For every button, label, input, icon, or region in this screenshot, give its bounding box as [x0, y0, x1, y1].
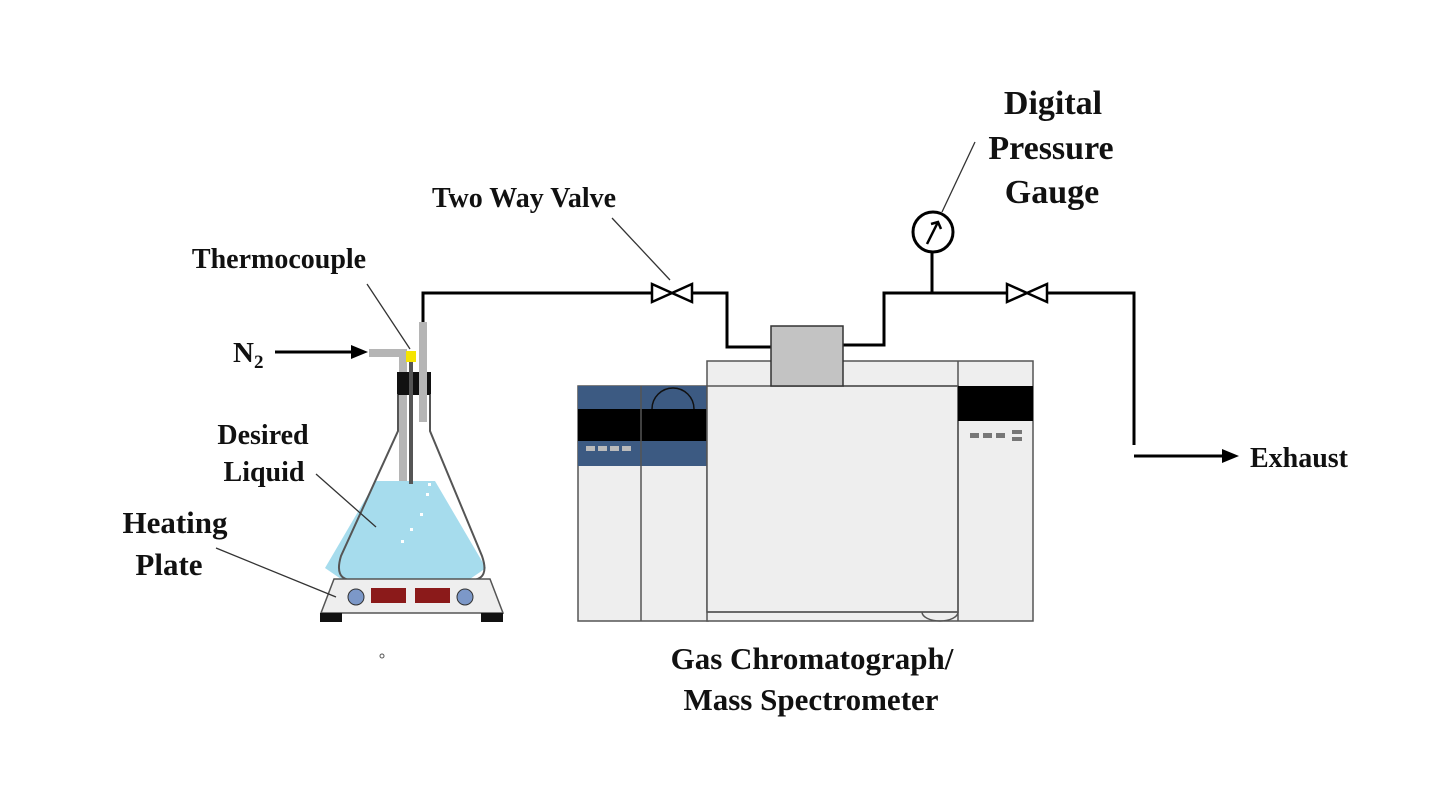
nitrogen-symbol: N: [233, 337, 254, 369]
heating-plate-icon: [319, 578, 505, 622]
nitrogen-label: N2: [233, 337, 263, 373]
desired-liquid-label-line2: Liquid: [224, 457, 305, 488]
gc-ms-label-line2: Mass Spectrometer: [683, 682, 938, 717]
nitrogen-inlet-tube: [369, 349, 407, 485]
nitrogen-inlet-arrow: [275, 345, 368, 359]
heating-plate-label-line2: Plate: [135, 547, 202, 582]
thermocouple-label: Thermocouple: [192, 244, 366, 275]
erlenmeyer-flask-icon: [325, 322, 486, 581]
two-way-valve-leader: [611, 217, 671, 281]
pressure-gauge-label-line1: Digital: [1004, 85, 1102, 122]
heating-plate-leader: [215, 547, 337, 598]
pressure-gauge-label-line3: Gauge: [1005, 174, 1099, 211]
stray-dot: [379, 653, 385, 659]
desired-liquid-label-line1: Desired: [217, 420, 309, 451]
gas-line-flask-to-instrument: [421, 291, 771, 349]
pressure-gauge-leader: [941, 141, 976, 213]
thermocouple-leader: [366, 283, 411, 350]
gc-ms-label-line1: Gas Chromatograph/: [671, 641, 954, 676]
heating-plate-label-line1: Heating: [122, 505, 228, 540]
desired-liquid-leader: [315, 473, 377, 528]
pressure-gauge-label-line2: Pressure: [988, 130, 1113, 167]
exhaust-valve-icon: [1005, 282, 1049, 304]
gas-line-instrument-to-exhaust: [843, 251, 1239, 463]
two-way-valve-icon: [650, 282, 694, 304]
gc-ms-instrument-icon: [577, 325, 1034, 622]
nitrogen-subscript: 2: [254, 352, 264, 373]
pressure-gauge-icon: [911, 210, 955, 254]
two-way-valve-label: Two Way Valve: [432, 183, 616, 214]
exhaust-label: Exhaust: [1250, 443, 1349, 474]
